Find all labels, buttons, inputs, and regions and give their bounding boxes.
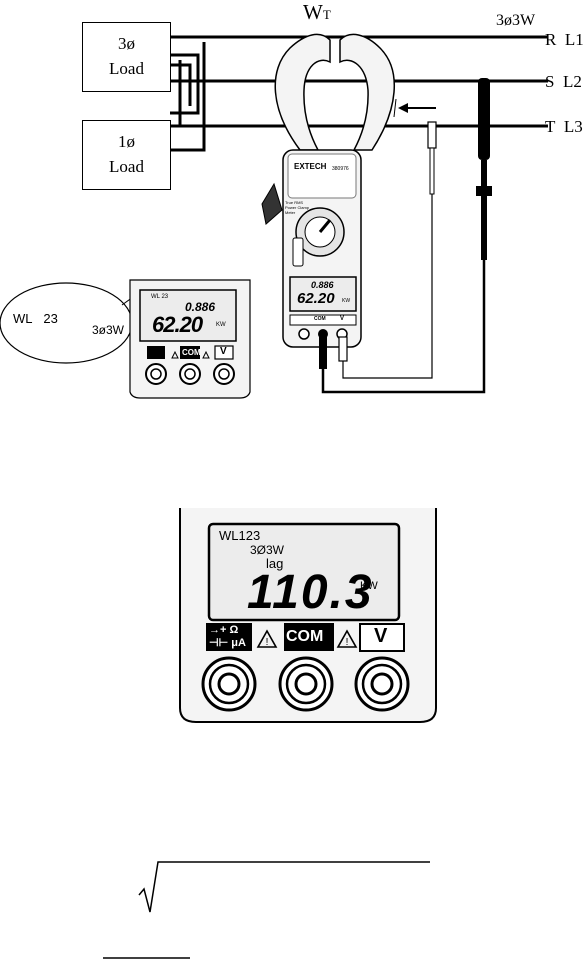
load-3phase-line2: Load <box>109 59 144 78</box>
svg-text:!: ! <box>346 637 349 648</box>
load-1phase-line2: Load <box>109 157 144 176</box>
inset-unit: KW <box>216 322 226 328</box>
square-root-sign <box>138 861 430 913</box>
meter-large-pf: lag <box>266 556 284 571</box>
meter-small-lcd <box>289 276 357 312</box>
jack-v-label: V <box>374 625 388 647</box>
jack-v-bg <box>359 623 405 652</box>
meter-large-wl: WL123 <box>219 528 261 543</box>
jack-left-bg <box>206 623 252 651</box>
callout-wl: WL 23 <box>13 311 58 326</box>
load-1phase-box: 1ø Load <box>82 120 171 190</box>
jack-com-label: COM <box>286 628 324 645</box>
jack-com-bg <box>284 623 334 651</box>
callout-mode: 3ø3W <box>92 323 125 337</box>
inset-top-value: 0.886 <box>185 300 216 314</box>
jack-sockets <box>201 656 410 712</box>
meter-large-mode: 3Ø3W <box>250 543 285 557</box>
meter-large-unit: KW <box>360 580 378 592</box>
warning-icon-2 <box>336 629 358 648</box>
line-label-l3: T L3 <box>545 117 583 136</box>
meter-large-main: 110.3 <box>247 566 374 619</box>
inset-jack-v: V <box>220 346 227 357</box>
inset-jack-com: COM <box>182 348 201 357</box>
inset-small-lcd <box>139 289 237 342</box>
meter-large-lcd <box>207 522 401 622</box>
meter-small-v: V <box>340 316 345 322</box>
inset-main-value: 62.20 <box>152 312 203 337</box>
meter-small-main: 62.20 <box>297 290 335 307</box>
wiring-title: WT <box>303 0 331 24</box>
line-label-l2: S L2 <box>545 72 582 91</box>
meter-small-unit: KW <box>342 298 351 304</box>
meter-brand: EXTECH <box>294 162 327 171</box>
svg-text:!: ! <box>266 637 269 648</box>
load-3phase-line1: 3ø <box>118 34 135 53</box>
warning-icon <box>256 629 278 648</box>
system-label: 3ø3W <box>496 12 536 29</box>
line-label-l1: R L1 <box>545 30 584 49</box>
meter-small-top: 0.886 <box>311 280 334 290</box>
meter-small-com: COM <box>314 316 326 322</box>
load-1phase-line1: 1ø <box>118 132 135 151</box>
meter-model: 380976 <box>332 166 349 172</box>
inset-wl: WL 23 <box>151 294 169 300</box>
jack-left-label: →+ Ω ⊣⊢ μA <box>209 624 246 649</box>
load-3phase-box: 3ø Load <box>82 22 171 92</box>
meter-product: True RMS Power Clamp Meter <box>285 200 310 215</box>
